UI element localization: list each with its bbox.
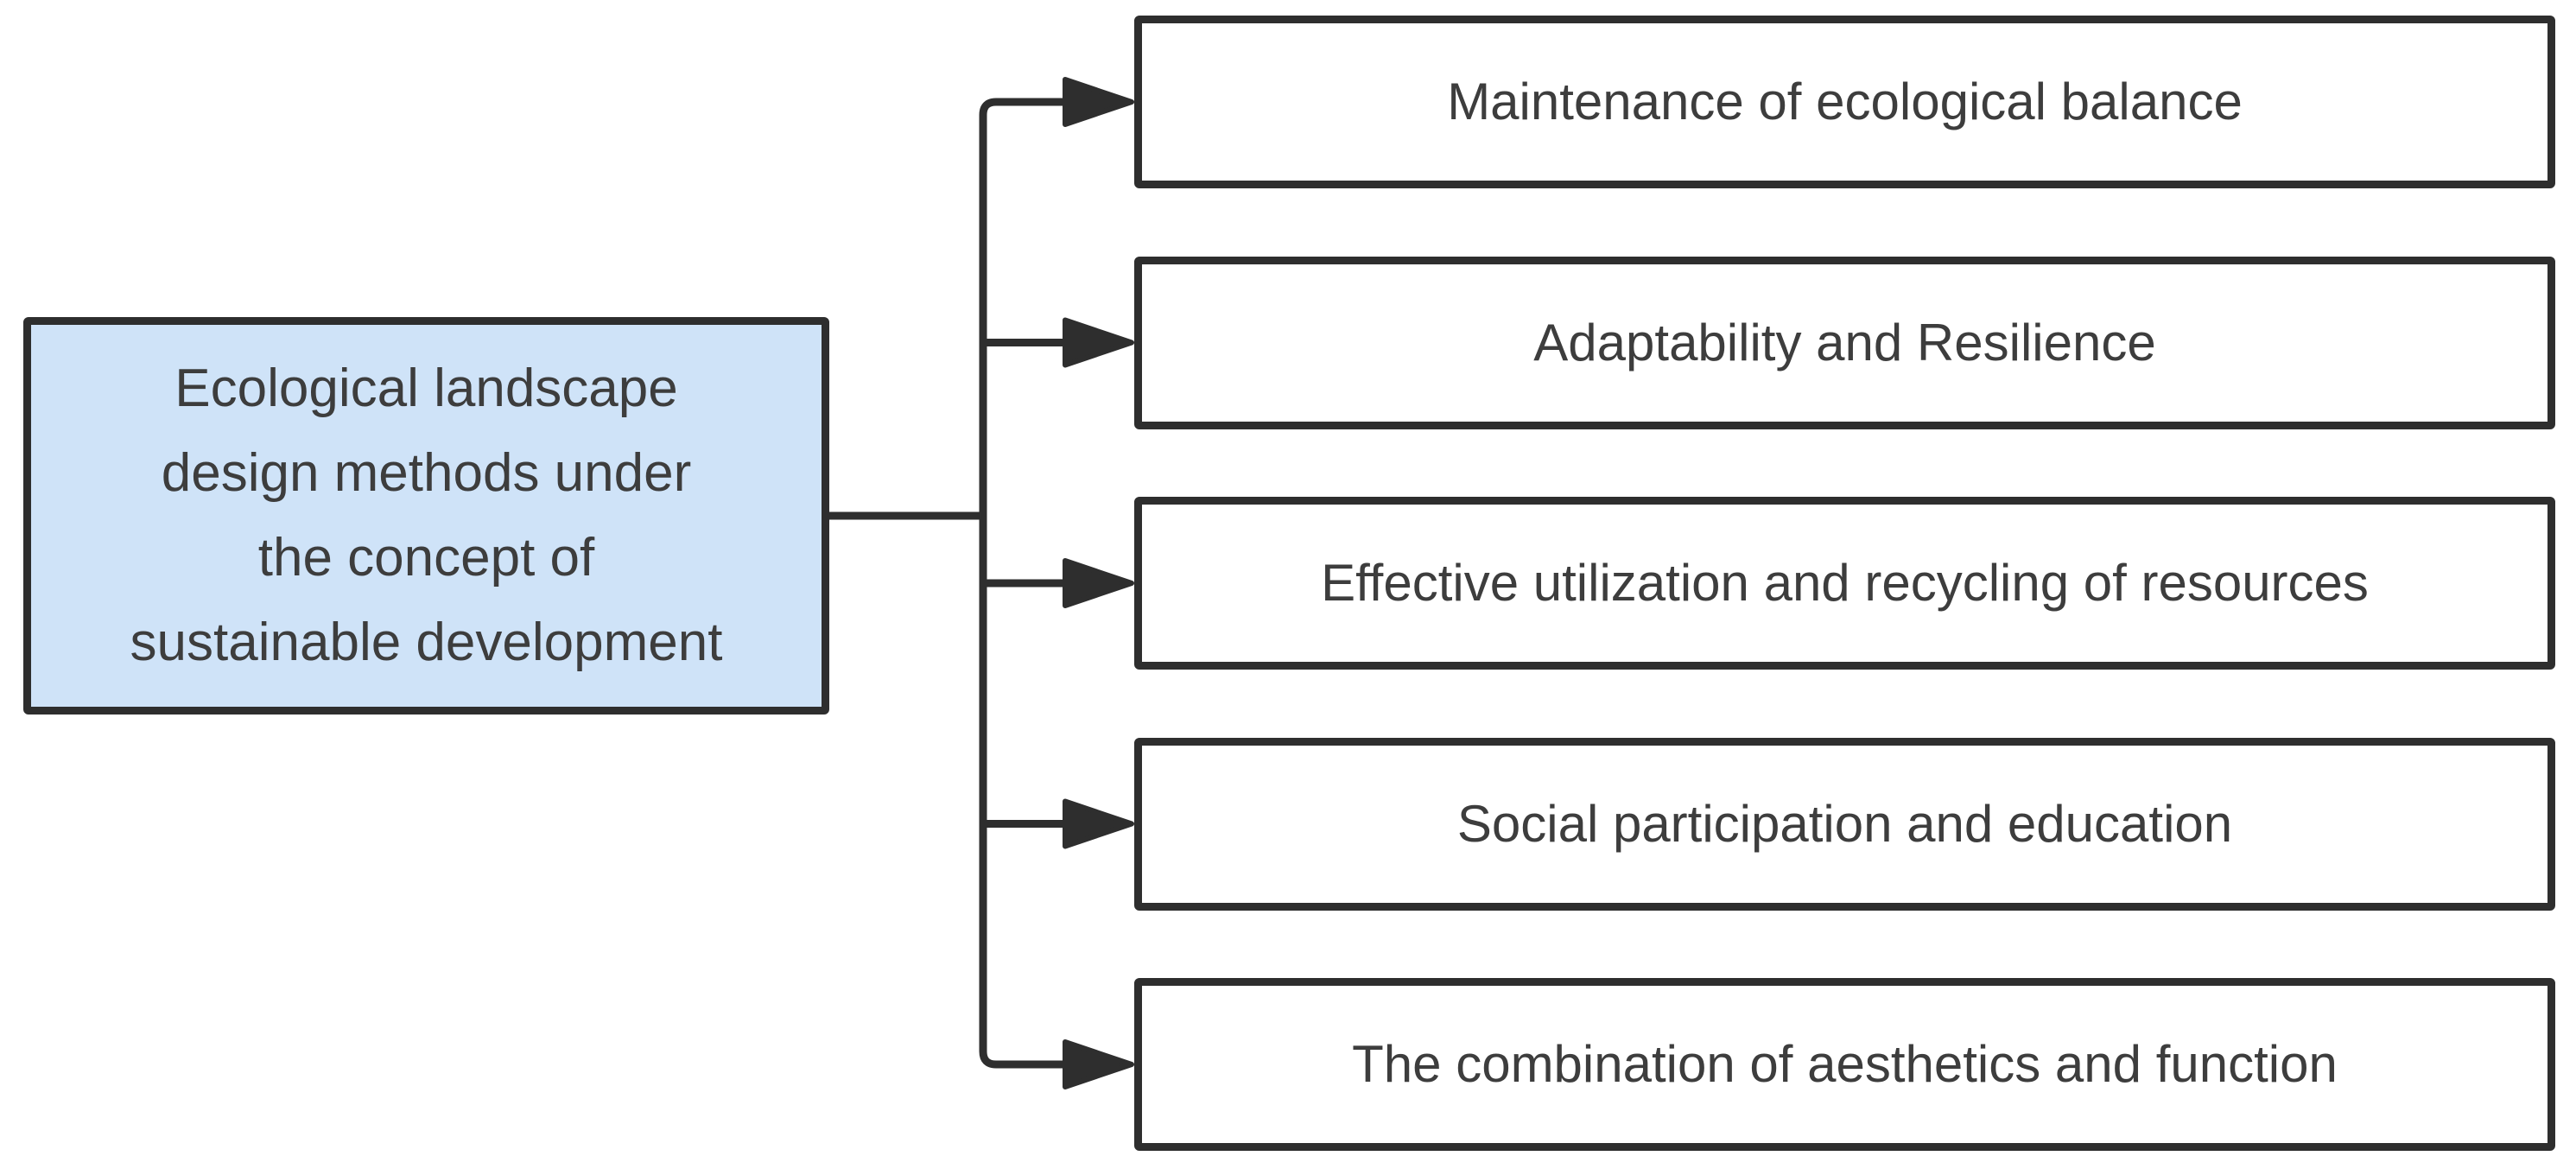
root-node-label: Ecological landscape design methods unde…: [130, 359, 723, 672]
arrowhead-5: [1063, 1039, 1134, 1089]
arrowhead-1: [1063, 77, 1134, 127]
branch-node-label: Effective utilization and recycling of r…: [1321, 554, 2369, 612]
branch-node-aesthetics: The combination of aesthetics and functi…: [1134, 978, 2555, 1151]
branch-node-label: Social participation and education: [1456, 794, 2233, 853]
arrowhead-4: [1063, 798, 1134, 849]
branch-node-utilization: Effective utilization and recycling of r…: [1134, 497, 2555, 670]
branch-node-adaptability: Adaptability and Resilience: [1134, 256, 2555, 429]
branch-node-maintenance: Maintenance of ecological balance: [1134, 16, 2555, 188]
branch-node-label: Adaptability and Resilience: [1533, 313, 2156, 372]
arrowhead-3: [1063, 558, 1134, 608]
root-node: Ecological landscape design methods unde…: [23, 317, 829, 715]
branch-node-label: The combination of aesthetics and functi…: [1352, 1035, 2338, 1093]
branch-column: Maintenance of ecological balance Adapta…: [1134, 16, 2555, 1151]
branch-node-label: Maintenance of ecological balance: [1447, 73, 2243, 130]
branch-node-participation: Social participation and education: [1134, 737, 2555, 911]
arrowhead-2: [1063, 317, 1134, 368]
